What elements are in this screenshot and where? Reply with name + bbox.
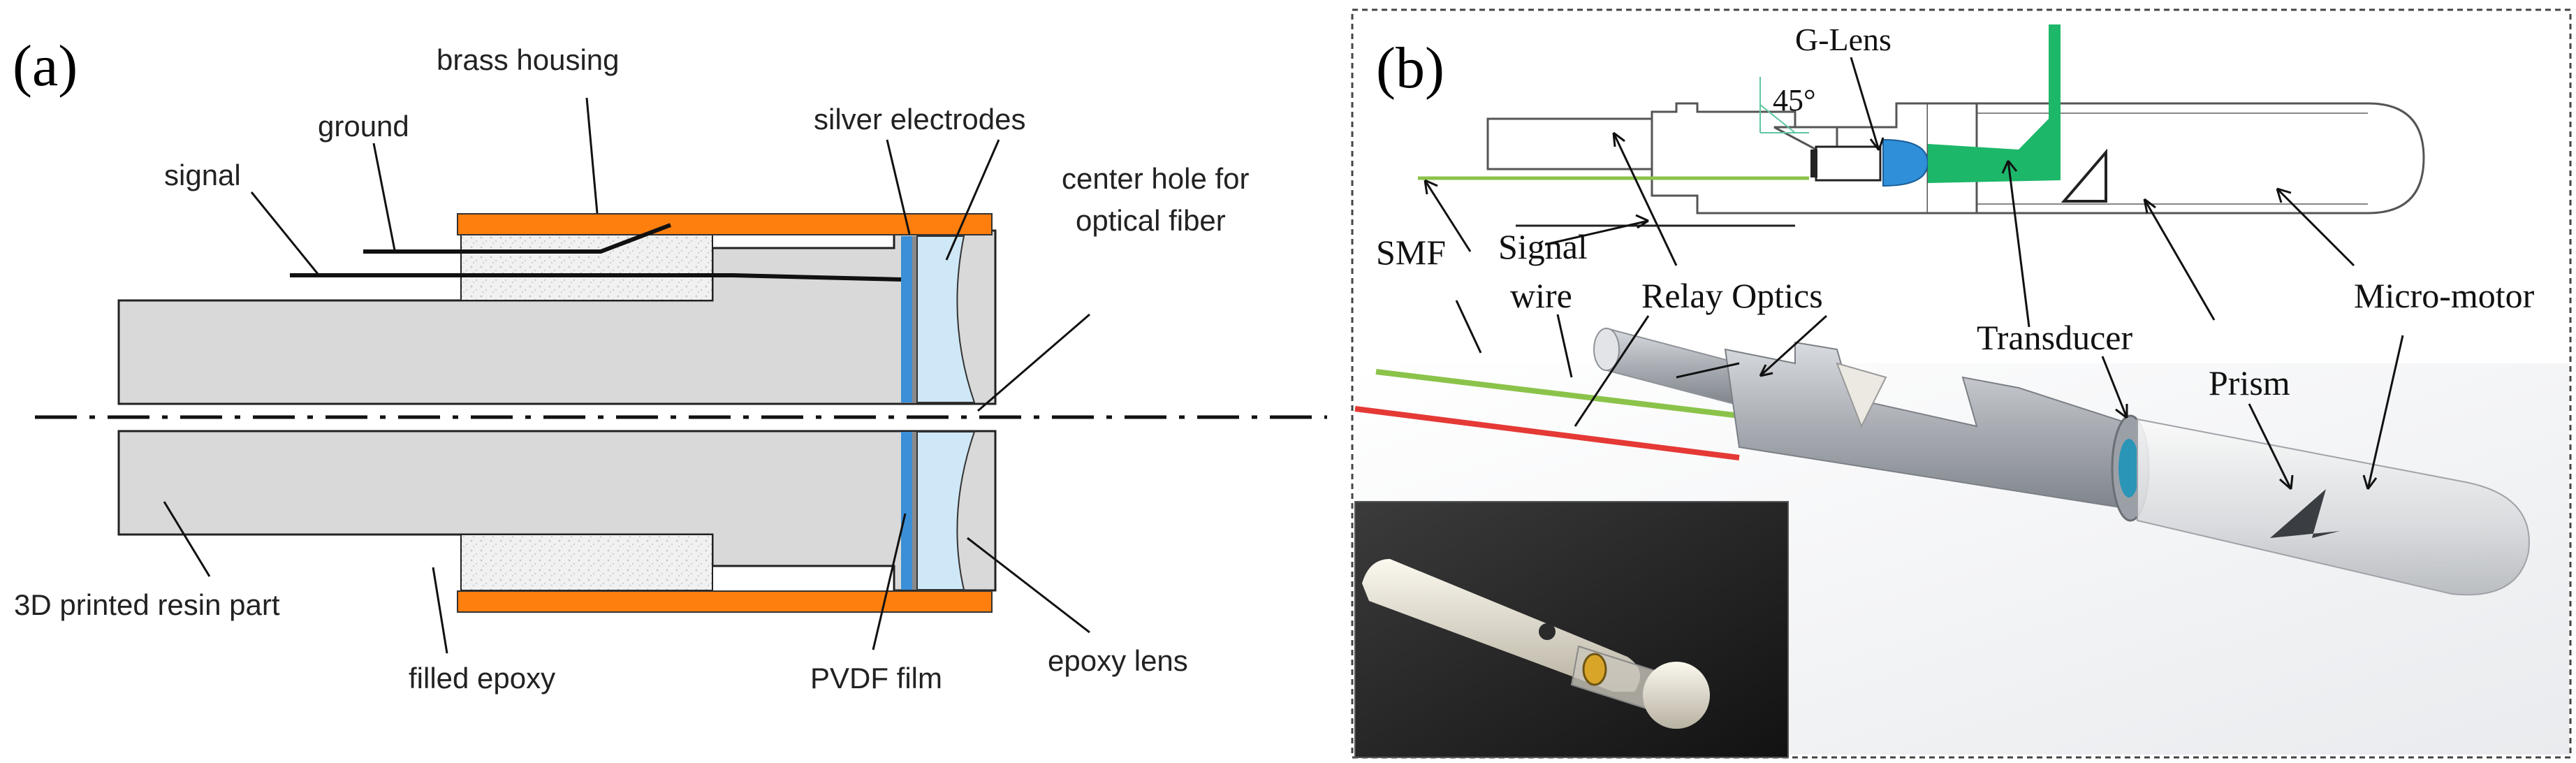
motor-housing xyxy=(1724,341,2138,511)
label-angle: 45° xyxy=(1773,83,1816,117)
filled-epoxy-lower xyxy=(460,534,713,591)
inset-probe-body xyxy=(1362,559,1640,692)
housing-outline xyxy=(1651,102,1929,215)
inset-probe-transducer xyxy=(1582,653,1607,686)
leader-center-hole xyxy=(977,313,1090,412)
schematic-prism xyxy=(2061,148,2107,203)
label-epoxy-lens: epoxy lens xyxy=(1048,644,1188,677)
transducer-face xyxy=(2118,439,2139,497)
housing-cutout xyxy=(1836,362,1887,428)
panel-b-diagram: (b) G-Lens 45° SMF Signal wire Relay Opt… xyxy=(1351,8,2572,759)
smf-fiber-3d xyxy=(1375,369,1740,419)
label-ground: ground xyxy=(318,110,409,143)
epoxy-lens-lower xyxy=(916,431,976,590)
label-resin-part: 3D printed resin part xyxy=(14,588,280,621)
leader-pvdf xyxy=(872,513,907,651)
relay-optics-post-end xyxy=(1593,328,1620,371)
label-signal-wire-2: wire xyxy=(1510,276,1572,315)
label-brass-housing: brass housing xyxy=(437,43,620,76)
panel-b: (b) G-Lens 45° SMF Signal wire Relay Opt… xyxy=(1348,0,2576,763)
relay-optics-tube xyxy=(1486,117,1653,170)
brass-housing-top xyxy=(457,213,993,235)
prism-3d xyxy=(2270,489,2340,538)
label-center-hole: center hole for xyxy=(1062,162,1250,195)
leader-epoxy xyxy=(432,567,448,654)
leader-silver-1 xyxy=(886,139,911,235)
label-g-lens: G-Lens xyxy=(1795,22,1891,57)
signal-wire xyxy=(290,273,902,282)
label-silver-electrodes: silver electrodes xyxy=(814,103,1025,136)
leader-silver-2 xyxy=(945,139,1000,261)
leader-ground xyxy=(372,143,396,251)
label-pvdf-film: PVDF film xyxy=(810,662,942,695)
pvdf-film-upper xyxy=(901,236,912,402)
transducer-hemisphere xyxy=(1882,138,1929,187)
g-lens-cap xyxy=(1810,150,1817,177)
g-lens-body xyxy=(1815,145,1882,182)
label-relay-optics: Relay Optics xyxy=(1641,276,1823,315)
inset-photo xyxy=(1354,501,1789,758)
signal-wire-3d xyxy=(1354,406,1740,460)
transparent-cap xyxy=(2137,418,2530,596)
silver-electrode-lower xyxy=(912,432,917,590)
label-smf: SMF xyxy=(1376,233,1446,272)
resin-part-lower xyxy=(117,430,997,592)
panel-a-tag: (a) xyxy=(13,34,78,99)
label-optical-fiber: optical fiber xyxy=(1076,204,1226,237)
epoxy-lens-upper xyxy=(916,235,976,403)
silver-electrode-upper xyxy=(912,236,917,402)
leader-resin xyxy=(163,501,211,577)
label-signal: signal xyxy=(164,159,241,191)
label-micro-motor: Micro-motor xyxy=(2354,276,2535,315)
filled-epoxy-upper xyxy=(460,230,713,301)
panel-a: (a) brass housing ground signal silver e… xyxy=(13,34,1327,695)
ultrasound-beam xyxy=(1928,24,2061,183)
inset-probe-screw xyxy=(1539,623,1556,640)
pvdf-film-lower xyxy=(901,432,912,590)
ground-wire xyxy=(363,223,672,254)
leader-epoxy-lens xyxy=(967,537,1090,634)
label-transducer: Transducer xyxy=(1977,318,2132,357)
label-filled-epoxy: filled epoxy xyxy=(409,662,555,695)
angle-ref-diag xyxy=(1759,104,1796,133)
panel-a-diagram: (a) brass housing ground signal silver e… xyxy=(13,34,1327,695)
brass-housing-bottom xyxy=(457,590,993,613)
panel-b-tag: (b) xyxy=(1376,36,1444,101)
label-signal-wire-1: Signal xyxy=(1498,227,1588,266)
leader-arrows xyxy=(1424,57,2404,490)
inset-probe-tip xyxy=(1643,662,1710,729)
label-prism: Prism xyxy=(2209,363,2290,402)
leader-brass xyxy=(585,97,599,214)
leader-signal xyxy=(250,191,319,275)
